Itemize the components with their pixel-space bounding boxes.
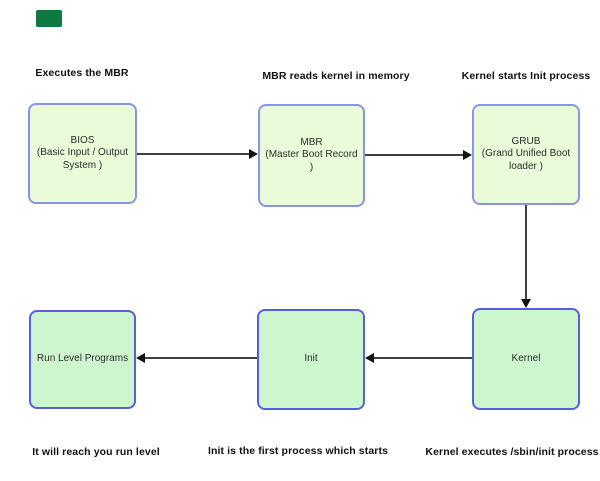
arrow-grub-to-kernel-head-icon	[521, 299, 531, 308]
caption-bios: Executes the MBR	[35, 67, 129, 79]
node-mbr[interactable]: MBR (Master Boot Record )	[258, 104, 365, 207]
corner-marker	[36, 10, 62, 27]
node-bios[interactable]: BIOS (Basic Input / Output System )	[28, 103, 137, 204]
node-init-label: Init	[304, 353, 318, 365]
node-grub-label: GRUB (Grand Unified Boot loader )	[481, 135, 571, 172]
node-kernel[interactable]: Kernel	[472, 308, 580, 410]
arrow-kernel-to-init-head-icon	[365, 353, 374, 363]
caption-mbr: MBR reads kernel in memory	[262, 70, 410, 82]
arrow-bios-to-mbr-line	[137, 153, 250, 155]
arrow-bios-to-mbr-head-icon	[249, 149, 258, 159]
node-init[interactable]: Init	[257, 309, 365, 410]
node-run-level-programs[interactable]: Run Level Programs	[29, 310, 136, 409]
node-mbr-label: MBR (Master Boot Record )	[265, 136, 358, 173]
arrow-grub-to-kernel-line	[525, 205, 527, 299]
node-kernel-label: Kernel	[511, 352, 541, 364]
caption-grub: Kernel starts Init process	[461, 70, 591, 82]
arrow-mbr-to-grub-line	[365, 154, 463, 156]
arrow-mbr-to-grub-head-icon	[463, 150, 472, 160]
caption-kernel: Kernel executes /sbin/init process	[425, 446, 599, 458]
arrow-init-to-runlevel-head-icon	[136, 353, 145, 363]
caption-run-level: It will reach you run level	[32, 446, 160, 458]
node-bios-label: BIOS (Basic Input / Output System )	[36, 134, 129, 171]
arrow-kernel-to-init-line	[374, 357, 472, 359]
caption-init: Init is the first process which starts	[207, 445, 389, 457]
node-run-level-programs-label: Run Level Programs	[36, 353, 129, 365]
arrow-init-to-runlevel-line	[145, 357, 257, 359]
node-grub[interactable]: GRUB (Grand Unified Boot loader )	[472, 104, 580, 205]
